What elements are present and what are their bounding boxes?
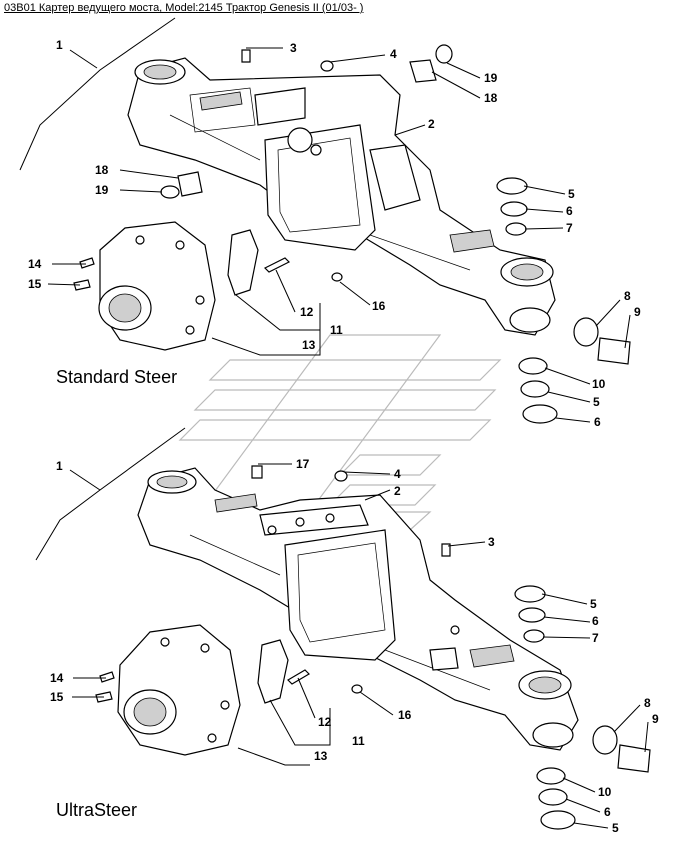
callout-9: 9 (652, 712, 659, 726)
page-title: 03B01 Картер ведущего моста, Model:2145 … (4, 2, 364, 14)
differential-carrier-standard (98, 221, 216, 351)
plug-16-standard (331, 272, 343, 282)
bearing-cap-ultrasteer (257, 639, 289, 704)
breather-3-standard (241, 49, 251, 63)
callout-2: 2 (428, 117, 435, 131)
callout-6: 6 (566, 204, 573, 218)
callout-5: 5 (590, 597, 597, 611)
ring-6-bottom-standard (520, 380, 550, 398)
section-title-standard-steer: Standard Steer (56, 367, 177, 387)
plug-16-ultrasteer (351, 684, 363, 694)
callout-5: 5 (568, 187, 575, 201)
callout-15: 15 (50, 690, 64, 704)
breather-17-ultrasteer (251, 465, 263, 479)
plug-4-ultrasteer (334, 470, 348, 482)
callout-5b: 5 (612, 821, 619, 835)
ring-10-standard (518, 357, 548, 375)
callout-11: 11 (330, 323, 343, 337)
ring-7-top-standard (505, 222, 527, 236)
callout-5b: 5 (593, 395, 600, 409)
bushing-18-lower-standard (177, 171, 203, 197)
callout-8: 8 (644, 696, 651, 710)
ring-5-bottom-ultrasteer (540, 810, 576, 830)
stud-14-standard (79, 257, 95, 269)
callout-6: 6 (592, 614, 599, 628)
callout-8: 8 (624, 289, 631, 303)
bushing-9-standard (597, 337, 631, 365)
ring-6-bottom-ultrasteer (538, 788, 568, 806)
callout-13: 13 (314, 749, 328, 763)
callout-13: 13 (302, 338, 316, 352)
callout-15: 15 (28, 277, 42, 291)
seal-8-standard (573, 317, 599, 347)
callout-14: 14 (50, 671, 64, 685)
callout-10: 10 (598, 785, 612, 799)
callout-2: 2 (394, 484, 401, 498)
section-title-ultrasteer: UltraSteer (56, 800, 137, 820)
ring-5-top-standard (496, 177, 528, 195)
axle-housing-ultrasteer (137, 467, 579, 751)
callout-1: 1 (56, 459, 63, 473)
callout-7: 7 (592, 631, 599, 645)
leader-lines (19, 17, 649, 829)
stud-15-standard (73, 279, 91, 291)
ring-6-top-standard (500, 201, 528, 217)
callout-9: 9 (634, 305, 641, 319)
callout-12: 12 (318, 715, 332, 729)
differential-carrier-ultrasteer (117, 624, 241, 756)
ring-10-ultrasteer (536, 767, 566, 785)
bushing-9-ultrasteer (617, 744, 651, 773)
callout-16: 16 (372, 299, 386, 313)
callouts-ultrasteer: 1 2 3 4 5 6 7 8 9 10 6 5 11 12 13 14 15 … (50, 457, 659, 835)
callout-10: 10 (592, 377, 606, 391)
callout-3: 3 (290, 41, 297, 55)
callout-18b: 18 (484, 91, 498, 105)
seal-19-upper-standard (435, 44, 453, 64)
callout-14: 14 (28, 257, 42, 271)
callout-6b: 6 (604, 805, 611, 819)
callout-4: 4 (390, 47, 397, 61)
cap-bolt-standard (263, 257, 291, 273)
callout-11: 11 (352, 734, 365, 748)
seal-8-ultrasteer (592, 725, 618, 755)
callout-19: 19 (95, 183, 109, 197)
breather-3-ultrasteer (441, 543, 451, 557)
axle-housing-standard (127, 57, 556, 336)
stud-14-ultrasteer (99, 671, 115, 683)
callout-16: 16 (398, 708, 412, 722)
callout-1: 1 (56, 38, 63, 52)
callout-6b: 6 (594, 415, 601, 429)
ultrasteer-assembly (95, 465, 651, 830)
callout-17: 17 (296, 457, 310, 471)
callouts-standard-steer: 1 2 3 4 5 6 7 8 9 10 5 6 11 12 13 14 15 … (28, 38, 641, 429)
seal-19-lower-standard (160, 185, 180, 199)
ring-7-top-ultrasteer (523, 629, 545, 643)
bushing-18-upper-standard (409, 59, 437, 83)
callout-12: 12 (300, 305, 314, 319)
callout-3: 3 (488, 535, 495, 549)
ring-5-bottom-standard (522, 404, 558, 424)
bearing-cap-standard (227, 229, 259, 296)
callout-19b: 19 (484, 71, 498, 85)
callout-7: 7 (566, 221, 573, 235)
ring-5-top-ultrasteer (514, 585, 546, 603)
ring-6-top-ultrasteer (518, 607, 546, 623)
standard-steer-assembly (73, 44, 631, 424)
cap-bolt-ultrasteer (287, 669, 310, 685)
plug-4-standard (320, 60, 334, 72)
callout-4: 4 (394, 467, 401, 481)
callout-18: 18 (95, 163, 109, 177)
